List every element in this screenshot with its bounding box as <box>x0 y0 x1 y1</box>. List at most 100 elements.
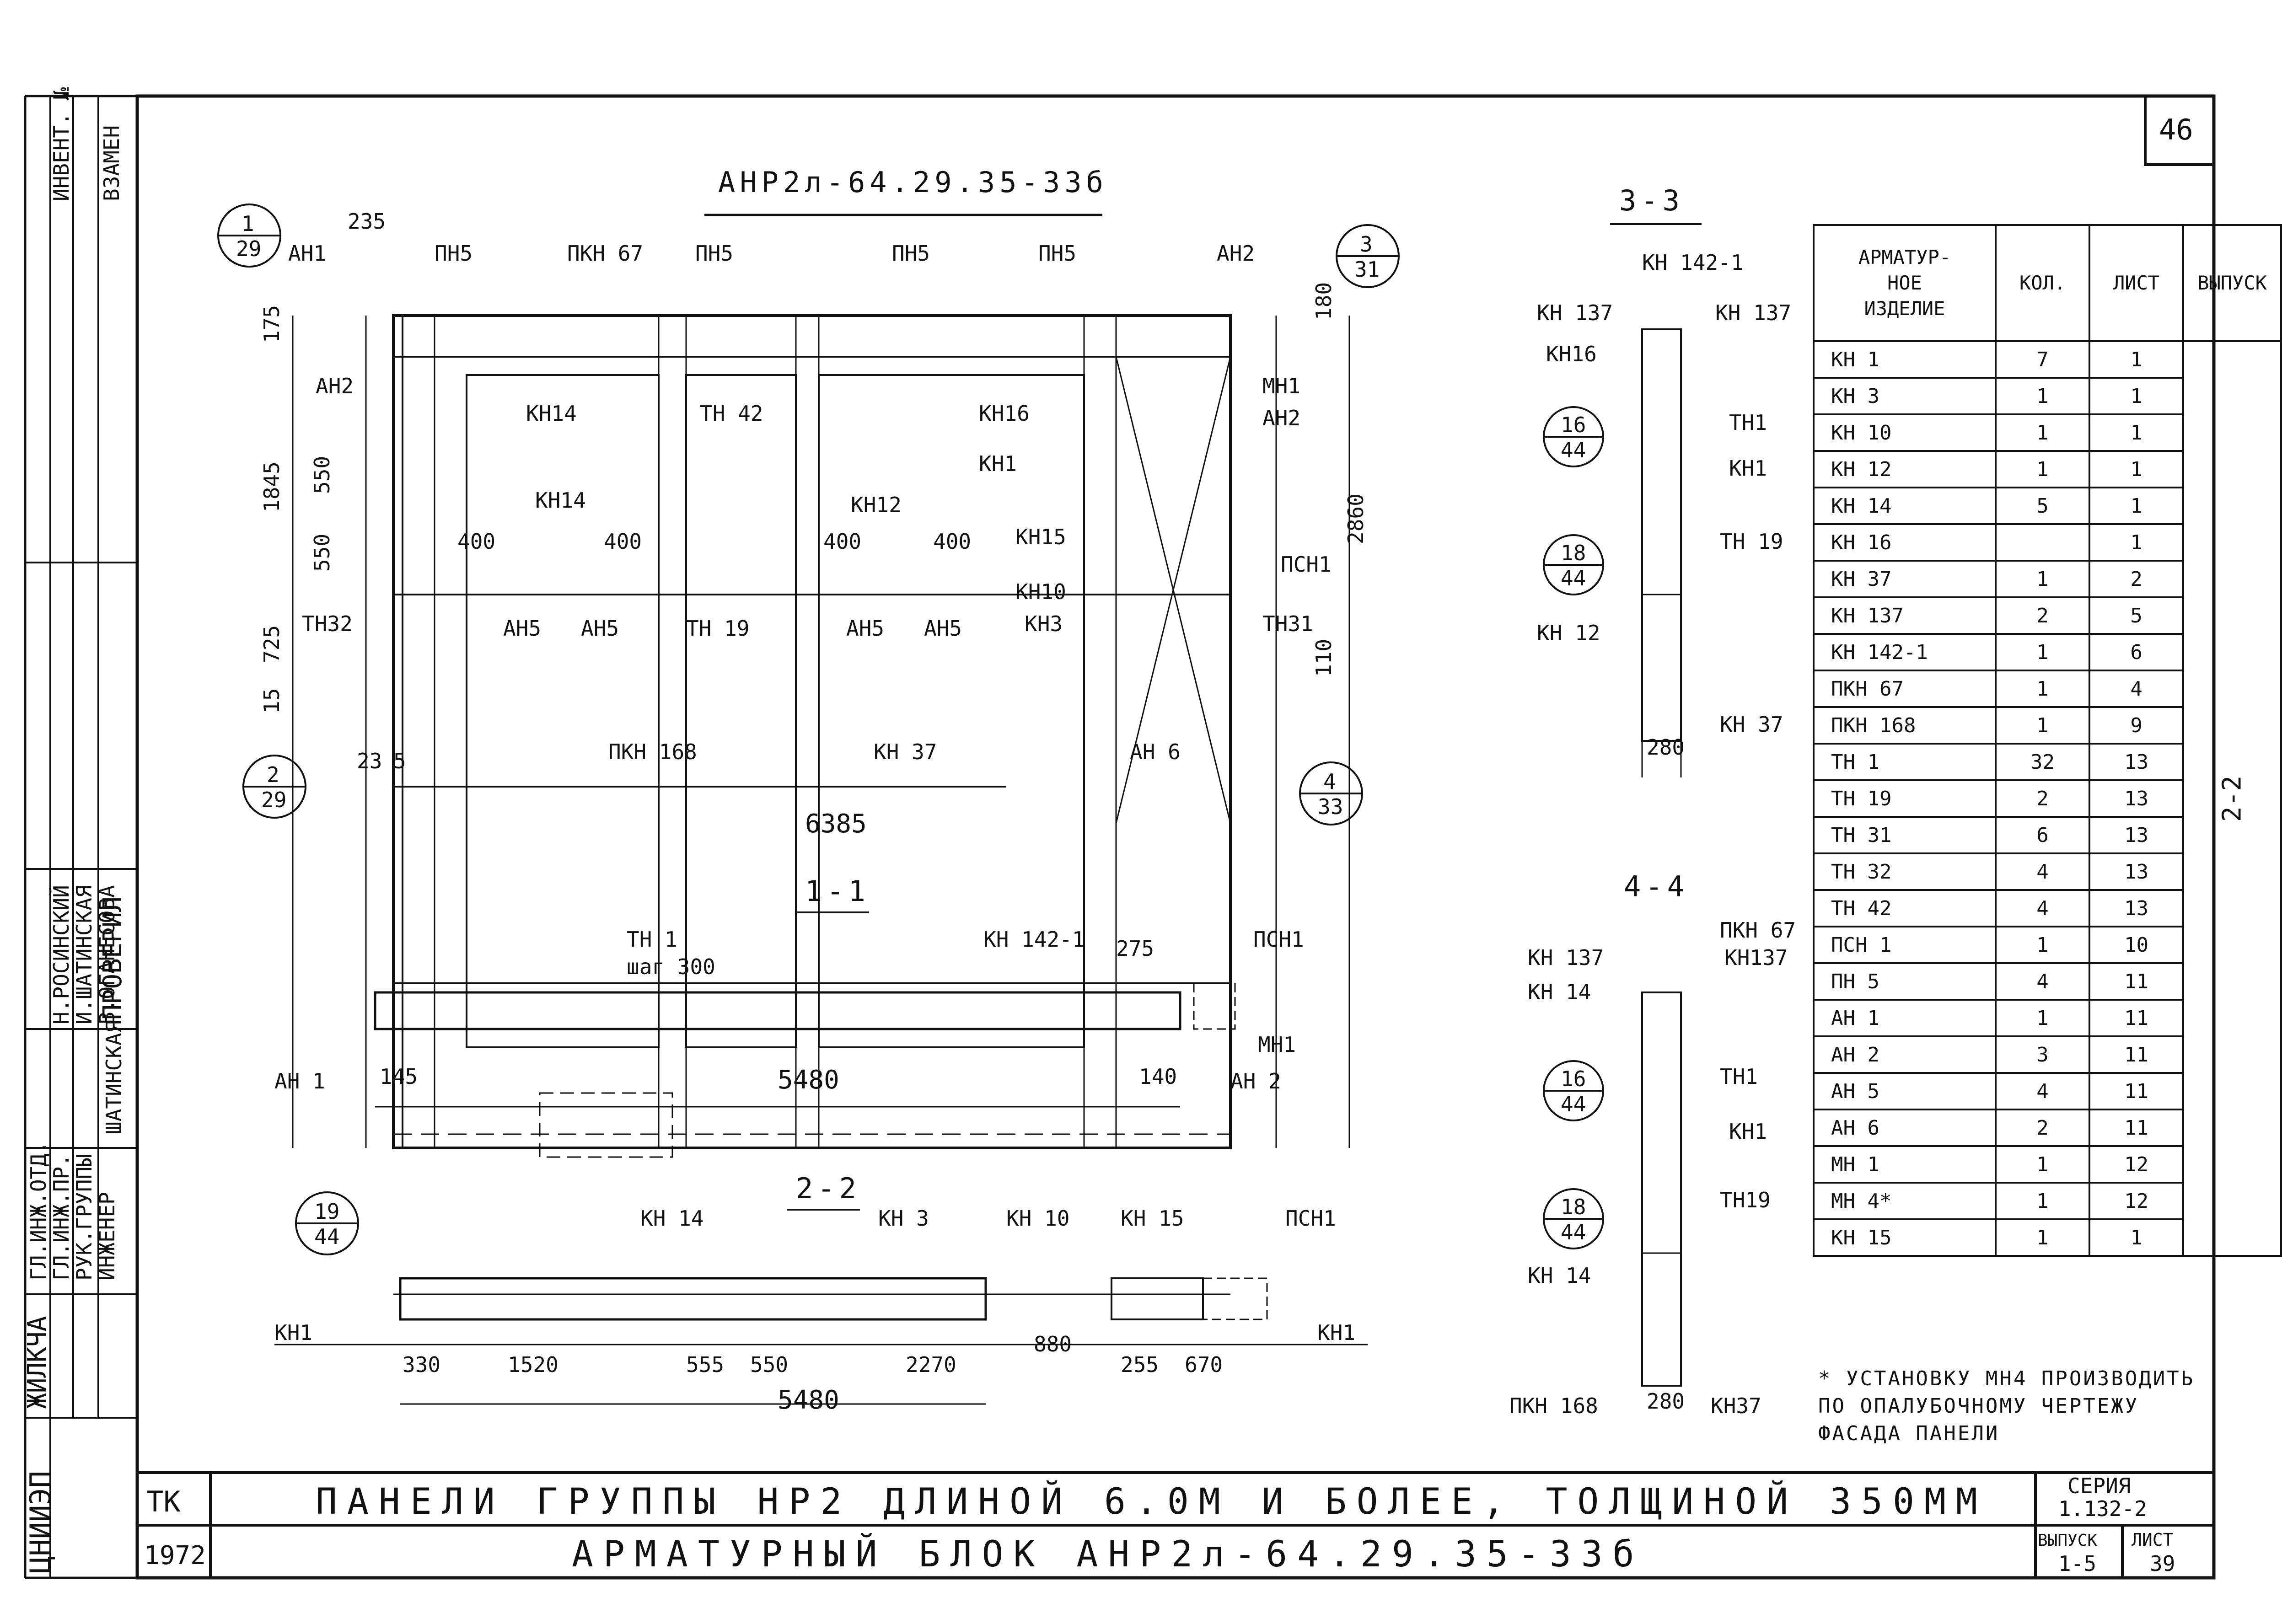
svg-text:1520: 1520 <box>508 1352 558 1377</box>
stamp-proveril: ПРОВЕРИЛ <box>98 896 128 1020</box>
qty-cell: 1 <box>1994 926 2091 964</box>
svg-text:ПСН1: ПСН1 <box>1285 1206 1336 1231</box>
item-cell: АН 5 <box>1813 1072 1997 1110</box>
svg-text:АН2: АН2 <box>1262 406 1300 430</box>
svg-text:ПН5: ПН5 <box>1038 241 1076 266</box>
svg-text:АН 6: АН 6 <box>1130 740 1181 764</box>
svg-text:КН1: КН1 <box>1729 456 1767 481</box>
stamp-invent: ИНВЕНТ. № <box>49 87 74 201</box>
qty-cell: 1 <box>1994 450 2091 488</box>
svg-text:КН 3: КН 3 <box>878 1206 929 1231</box>
svg-text:ТН 19: ТН 19 <box>686 616 749 641</box>
svg-text:КН 142-1: КН 142-1 <box>1642 250 1744 275</box>
svg-text:550: 550 <box>310 534 334 572</box>
tb-list: 39 <box>2150 1551 2175 1576</box>
section-1-1 <box>374 982 1236 1108</box>
stamp-logo: ЦНИИЭП <box>24 1471 57 1573</box>
svg-text:ТН19: ТН19 <box>1720 1188 1771 1212</box>
section-3-3-title: 3-3 <box>1619 184 1684 217</box>
svg-text:16: 16 <box>1561 413 1586 437</box>
item-cell: АН 6 <box>1813 1109 1997 1147</box>
svg-text:29: 29 <box>236 236 261 261</box>
item-cell: КН 15 <box>1813 1218 1997 1257</box>
sheet-cell: 11 <box>2089 999 2185 1037</box>
qty-cell <box>1994 523 2091 562</box>
qty-cell: 1 <box>1994 670 2091 708</box>
sheet-number: 46 <box>2159 113 2193 146</box>
svg-text:МН1: МН1 <box>1258 1032 1296 1057</box>
svg-text:АН 1: АН 1 <box>274 1069 325 1093</box>
svg-text:15: 15 <box>259 688 284 713</box>
svg-text:550: 550 <box>310 456 334 494</box>
qty-cell: 3 <box>1994 1035 2091 1074</box>
tb-series-label: СЕРИЯ <box>2067 1474 2131 1498</box>
tb-list-label: ЛИСТ <box>2132 1530 2174 1550</box>
section-3-3 <box>1641 328 1682 777</box>
sheet-cell: 1 <box>2089 377 2185 415</box>
sheet-cell: 5 <box>2089 596 2185 635</box>
tb-line1: ПАНЕЛИ ГРУППЫ НР2 ДЛИНОЙ 6.0М И БОЛЕЕ, Т… <box>316 1480 1987 1522</box>
panel-outline <box>392 314 1232 1149</box>
stamp-name-3: В.ОГАНЕСОВА <box>95 885 119 1024</box>
svg-text:ТН 42: ТН 42 <box>700 401 763 426</box>
svg-text:КН3: КН3 <box>1025 611 1063 636</box>
section-2-2-labels: КН 14 КН 3 КН 10 КН 15 ПСН1 КН1 КН1 330 … <box>274 1206 1355 1415</box>
vypusk-value: 2-2 <box>2217 775 2247 822</box>
item-cell: МН 4* <box>1813 1182 1997 1220</box>
stamp-role-3: ИНЖЕНЕР <box>95 1192 119 1281</box>
svg-text:КН1: КН1 <box>1729 1119 1767 1144</box>
sheet-cell: 2 <box>2089 560 2185 598</box>
item-cell: КН 3 <box>1813 377 1997 415</box>
title-block <box>137 1471 2214 1578</box>
svg-text:КН14: КН14 <box>526 401 577 426</box>
item-cell: КН 37 <box>1813 560 1997 598</box>
svg-text:5: 5 <box>393 749 406 773</box>
stamp-role-0: ГЛ.ИНЖ.ОТД. <box>26 1141 51 1281</box>
svg-text:КН 142-1: КН 142-1 <box>983 927 1085 952</box>
sheet-cell: 11 <box>2089 962 2185 1001</box>
svg-text:КН 137: КН 137 <box>1528 945 1604 970</box>
sheet-cell: 1 <box>2089 1218 2185 1257</box>
svg-text:КН 14: КН 14 <box>640 1206 703 1231</box>
svg-text:330: 330 <box>403 1352 440 1377</box>
qty-cell: 2 <box>1994 779 2091 818</box>
svg-text:КН10: КН10 <box>1015 579 1066 604</box>
svg-text:400: 400 <box>457 529 495 554</box>
svg-text:АН5: АН5 <box>846 616 884 641</box>
qty-cell: 7 <box>1994 340 2091 379</box>
stamp-vzamen: ВЗАМЕН <box>99 125 124 201</box>
sheet-cell: 13 <box>2089 779 2185 818</box>
svg-text:КН 14: КН 14 <box>1528 980 1591 1004</box>
svg-text:ПКН 168: ПКН 168 <box>608 740 697 764</box>
qty-cell: 5 <box>1994 487 2091 525</box>
item-cell: КН 16 <box>1813 523 1997 562</box>
sheet-cell: 1 <box>2089 413 2185 452</box>
svg-text:ПКН 67: ПКН 67 <box>1720 918 1796 943</box>
svg-text:33: 33 <box>1318 794 1343 819</box>
svg-text:КН1: КН1 <box>1317 1320 1355 1345</box>
svg-text:16: 16 <box>1561 1067 1586 1091</box>
svg-text:44: 44 <box>1561 1220 1586 1244</box>
item-cell: ТН 42 <box>1813 889 1997 927</box>
svg-text:44: 44 <box>314 1224 339 1249</box>
qty-cell: 1 <box>1994 1145 2091 1184</box>
svg-text:МН1: МН1 <box>1262 374 1300 398</box>
tb-year: 1972 <box>144 1541 206 1570</box>
qty-cell: 2 <box>1994 596 2091 635</box>
svg-text:КН 137: КН 137 <box>1715 300 1791 325</box>
elevation-view <box>292 314 1350 1295</box>
svg-text:18: 18 <box>1561 541 1586 565</box>
svg-text:ТН1: ТН1 <box>1720 1064 1758 1089</box>
svg-text:КН37: КН37 <box>1711 1394 1761 1418</box>
